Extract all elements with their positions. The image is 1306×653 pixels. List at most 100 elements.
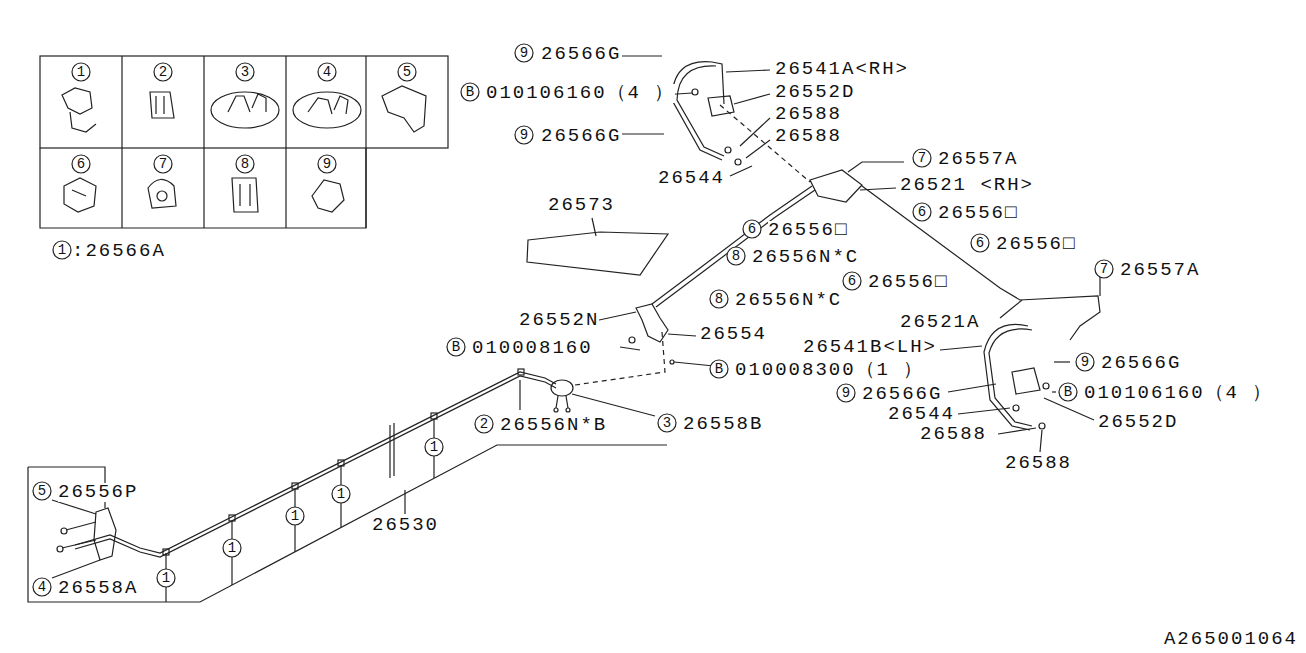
callout-number: 6 xyxy=(913,203,931,221)
clip-icons xyxy=(62,86,426,212)
callout-number: 8 xyxy=(727,247,745,265)
callout-number: 2 xyxy=(475,415,493,433)
callout-circle xyxy=(53,241,71,259)
part-number: 26556□ xyxy=(768,221,848,240)
part-number: 26566G xyxy=(862,385,942,404)
callout-circle xyxy=(154,63,172,81)
callout-circle xyxy=(475,415,493,433)
callout-circle xyxy=(843,272,861,290)
callout-circle xyxy=(710,290,728,308)
callout-number: 7 xyxy=(913,149,931,167)
callout-number: 7 xyxy=(154,155,172,173)
part-number: :26566A xyxy=(72,242,166,261)
part-number: 26588 xyxy=(920,425,987,444)
part-number: 26558A xyxy=(58,579,138,598)
callout-circle xyxy=(33,482,51,500)
callout-number: B xyxy=(447,338,465,356)
callout-circle xyxy=(1076,353,1094,371)
part-number: 26556N*C xyxy=(735,291,842,310)
callout-circle xyxy=(157,569,175,587)
callout-number: 6 xyxy=(743,220,761,238)
callout-number: 4 xyxy=(318,63,336,81)
callout-number: 9 xyxy=(318,155,336,173)
callout-circle xyxy=(398,63,416,81)
callout-number: 1 xyxy=(53,241,71,259)
callout-circle xyxy=(236,155,254,173)
part-number: 26556N*C xyxy=(752,248,859,267)
part-number: 010008300（1 ） xyxy=(735,361,924,380)
callout-circle xyxy=(318,63,336,81)
callout-circle xyxy=(1059,383,1077,401)
callout-number: 1 xyxy=(72,63,90,81)
brake-pipe-rear xyxy=(652,105,1100,340)
part-number: 26557A xyxy=(938,150,1018,169)
part-number: 010106160（4 ） xyxy=(486,84,675,103)
callout-number: 3 xyxy=(658,414,676,432)
callout-number: B xyxy=(1059,383,1077,401)
part-number: 26521 <RH> xyxy=(900,176,1034,195)
callout-number: 5 xyxy=(33,482,51,500)
part-number: 26558B xyxy=(683,415,763,434)
callout-circle xyxy=(223,539,241,557)
callout-frame xyxy=(28,380,667,602)
callout-circle xyxy=(515,44,533,62)
part-number: 26556□ xyxy=(996,235,1076,254)
part-number: 26541A<RH> xyxy=(775,60,909,79)
callout-circle xyxy=(425,438,443,456)
part-number: 26552D xyxy=(1098,413,1178,432)
callout-circle xyxy=(658,414,676,432)
callout-number: 5 xyxy=(398,63,416,81)
callout-circle xyxy=(154,155,172,173)
part-number: 26552N xyxy=(519,311,599,330)
callout-circle xyxy=(1095,260,1113,278)
part-number: 26541B<LH> xyxy=(803,338,937,357)
callout-number: 9 xyxy=(515,44,533,62)
callout-circle xyxy=(971,234,989,252)
callout-number: 9 xyxy=(837,384,855,402)
part-number: 26556□ xyxy=(868,273,948,292)
part-number: 26556P xyxy=(58,483,138,502)
callout-number: 1 xyxy=(286,507,304,525)
callout-circle xyxy=(286,507,304,525)
brake-pipe xyxy=(75,369,573,557)
callout-number: 1 xyxy=(425,438,443,456)
part-number: 26556N*B xyxy=(500,416,607,435)
callout-circle xyxy=(743,220,761,238)
callout-number: 3 xyxy=(236,63,254,81)
part-number: 26566G xyxy=(1101,354,1181,373)
clip-table xyxy=(40,56,448,228)
part-number: 010008160 xyxy=(472,339,593,358)
callout-number: 9 xyxy=(515,126,533,144)
part-number: 26566G xyxy=(541,127,621,146)
callout-number: 6 xyxy=(72,155,90,173)
callout-circle xyxy=(913,203,931,221)
callout-number: 9 xyxy=(1076,353,1094,371)
callout-circle xyxy=(515,126,533,144)
callout-circle xyxy=(236,63,254,81)
rh-brake-hose xyxy=(622,56,770,176)
part-number: 26544 xyxy=(658,169,725,188)
part-number: 26554 xyxy=(700,325,767,344)
part-number: 26588 xyxy=(775,127,842,146)
callout-number: 4 xyxy=(33,578,51,596)
part-number: 26521A xyxy=(900,313,980,332)
front-bracket xyxy=(57,508,116,560)
callout-number: B xyxy=(710,360,728,378)
protector-sheet xyxy=(527,218,668,275)
callout-number: B xyxy=(461,83,479,101)
part-number: A265001064 xyxy=(1164,630,1298,649)
callout-circle xyxy=(837,384,855,402)
part-number: 26566G xyxy=(541,45,621,64)
callout-circles xyxy=(33,44,1113,596)
part-number: 010106160（4 ） xyxy=(1084,384,1273,403)
callout-number: 8 xyxy=(710,290,728,308)
callout-number: 1 xyxy=(223,539,241,557)
callout-number: 7 xyxy=(1095,260,1113,278)
callout-circle xyxy=(33,578,51,596)
part-number: 26556□ xyxy=(938,204,1018,223)
callout-number: 2 xyxy=(154,63,172,81)
part-number: 26544 xyxy=(888,405,955,424)
callout-number: 1 xyxy=(332,485,350,503)
callout-circle xyxy=(72,155,90,173)
part-number: 26552D xyxy=(775,83,855,102)
